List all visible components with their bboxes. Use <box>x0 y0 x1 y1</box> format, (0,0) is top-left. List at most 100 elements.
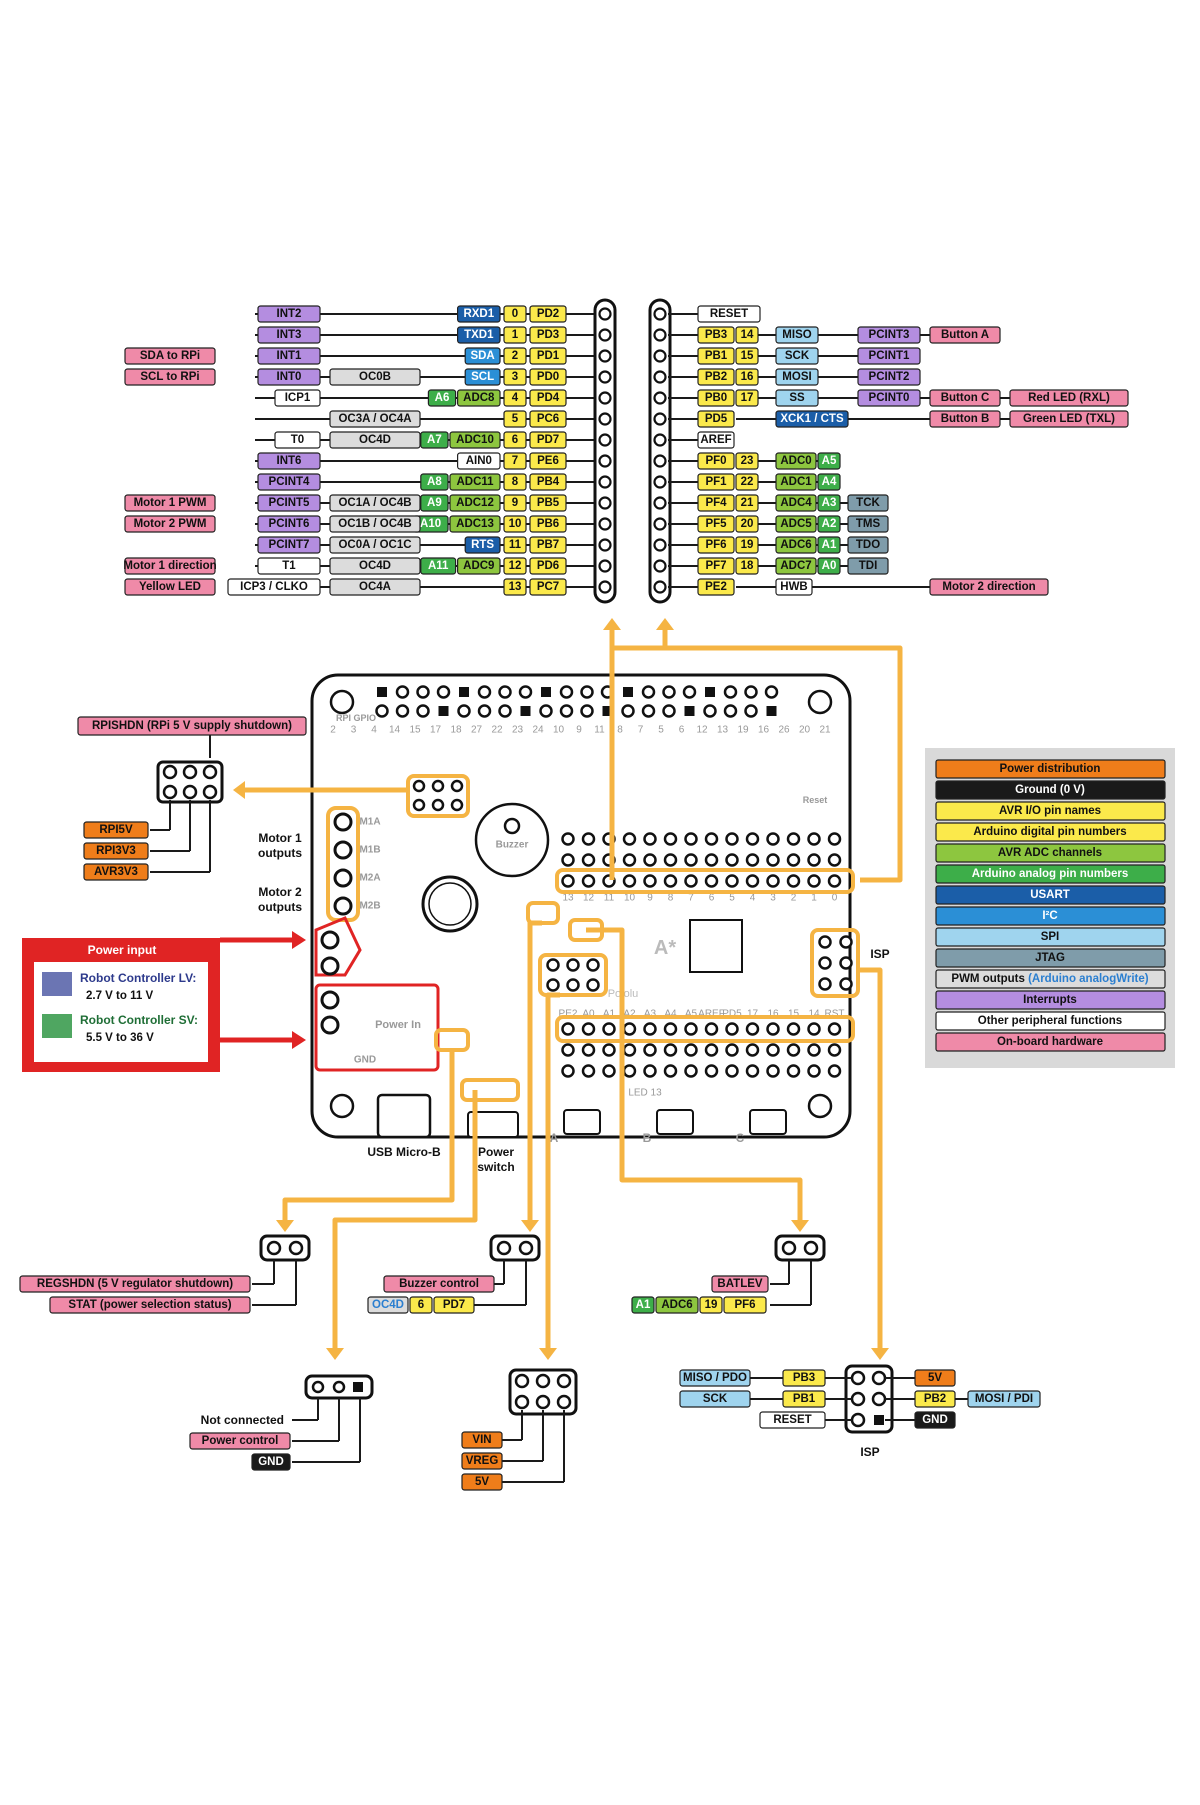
right-func-mosi: MOSI <box>775 368 819 386</box>
not-connected-label: Not connected <box>201 1413 284 1427</box>
right-extra-button-b: Button B <box>929 410 1001 428</box>
left-dig-0: 0 <box>503 305 527 323</box>
left-func-adc10-text: ADC10 <box>456 434 494 446</box>
isp-right-pin-text: PB2 <box>924 1393 946 1405</box>
right-pin-pf7-text: PF7 <box>705 560 726 572</box>
power-ctrl-hole <box>332 1380 346 1394</box>
vin-pin-vreg-text: VREG <box>466 1455 499 1467</box>
isp-pad <box>874 1415 884 1425</box>
left-dig-7-text: 7 <box>512 455 518 467</box>
right-func-tck-text: TCK <box>856 497 880 509</box>
left-board-oc0a-oc1c-box <box>329 536 421 554</box>
right-header-strip-hole <box>653 307 667 321</box>
right-func-sck: SCK <box>775 347 819 365</box>
isp-hole <box>818 935 832 949</box>
left-board-int2-text: INT2 <box>277 308 302 320</box>
pin-row-top-c <box>725 874 739 888</box>
left-board-pcint4: PCINT4 <box>257 473 321 491</box>
pin-row-bottom-c <box>602 1064 616 1078</box>
isp-connector-hole <box>850 1391 866 1407</box>
gpio-number: 24 <box>532 725 544 736</box>
right-func-adc5-text: ADC5 <box>780 518 812 530</box>
gpio-hole <box>723 685 738 699</box>
left-func-adc13: ADC13 <box>449 515 501 533</box>
bottom-pin-label: A2 <box>623 1009 636 1020</box>
pin-row-top-c <box>663 874 678 888</box>
stat-pin-text: STAT (power selection status) <box>68 1299 231 1311</box>
right-pin-aref: AREF <box>697 431 735 449</box>
left-dig-11: 11 <box>503 536 527 554</box>
gpio-number: 12 <box>696 725 708 736</box>
left-dig-5-text: 5 <box>512 413 519 425</box>
right-pin-pb3-box <box>697 326 735 344</box>
vin-connector-hole <box>514 1373 530 1389</box>
power-ctrl-jumper <box>460 1078 520 1102</box>
right-func-a5-box <box>817 452 841 470</box>
left-dig-6-text: 6 <box>512 434 518 446</box>
led13-label: LED 13 <box>628 1088 662 1099</box>
pin-row-bottom-b <box>684 1043 698 1057</box>
top-pin-label: 3 <box>770 893 776 904</box>
rpishdn-pin-avr3v3-box <box>83 863 149 881</box>
gpio-pad <box>377 687 387 697</box>
left-board-sda-to-rpi: SDA to RPi <box>124 347 216 365</box>
left-board-icp3-clko: ICP3 / CLKO <box>227 578 321 596</box>
legend-label-onboard: On-board hardware <box>997 1036 1103 1048</box>
gpio-number: 27 <box>471 725 483 736</box>
isp-hole <box>839 956 853 970</box>
right-header-strip-hole <box>653 454 667 468</box>
gpio-number: 23 <box>512 725 524 736</box>
mounting-hole <box>329 689 355 715</box>
left-board-sda-to-rpi-text: SDA to RPi <box>140 350 200 362</box>
legend-label-pwm: PWM outputs (Arduino analogWrite) <box>951 973 1148 985</box>
power-jack-outline <box>314 983 440 1072</box>
left-dig-7-box <box>503 452 527 470</box>
batlev-pf6-box <box>723 1296 767 1314</box>
arrow-up-left-header <box>603 618 621 630</box>
right-func-pcint2-text: PCINT2 <box>869 371 910 383</box>
batlev-connector-hole <box>803 1240 819 1256</box>
left-dig-2-text: 2 <box>512 350 518 362</box>
pin-row-top-c <box>786 874 801 888</box>
gpio-hole <box>498 685 512 699</box>
legend-swatch-spi <box>935 927 1166 947</box>
left-func-adc12: ADC12 <box>449 494 501 512</box>
buzzer-control-tag-text: Buzzer control <box>399 1278 479 1290</box>
motor-terminal-hole <box>333 812 353 832</box>
pin-row-bottom-b <box>602 1043 616 1057</box>
left-func-scl: SCL <box>464 368 501 386</box>
legend-label-main: PWM outputs <box>951 973 1028 985</box>
gpio-number: 20 <box>799 725 811 736</box>
power-ctrl-pad <box>353 1382 363 1392</box>
legend-swatch-adc <box>935 843 1166 863</box>
right-func-adc1: ADC1 <box>775 473 817 491</box>
isp-right-func-box <box>967 1390 1041 1408</box>
right-func-pcint0-text: PCINT0 <box>869 392 910 404</box>
pin-row-top-b <box>766 853 780 867</box>
buzzer-dig-text: 6 <box>418 1299 424 1311</box>
gpio-number: 6 <box>679 725 685 736</box>
pin-row-top-b <box>581 853 596 867</box>
left-pin-PD3: PD3 <box>529 326 567 344</box>
legend-item: I²C <box>935 906 1166 926</box>
right-pin-pe2-text: PE2 <box>705 581 727 593</box>
isp-left-func: SCK <box>679 1390 751 1408</box>
pin-row-top-a <box>766 832 780 846</box>
right-func-hwb: HWB <box>775 578 813 596</box>
left-board-oc1b-oc4b: OC1B / OC4B <box>329 515 421 533</box>
left-pin-PD0-text: PD0 <box>537 371 559 383</box>
left-board-t0-box <box>274 431 321 449</box>
button-a-label: A <box>550 1131 559 1145</box>
pin-row-top-c <box>643 874 657 888</box>
pin-row-top-a <box>643 832 657 846</box>
rpishdn-pin-rpi5v-text: RPI5V <box>99 824 133 836</box>
isp-right-pin-text: 5V <box>928 1372 942 1384</box>
gpio-number: 4 <box>371 725 377 736</box>
left-board-pcint7: PCINT7 <box>257 536 321 554</box>
arrow-buzzer <box>521 1220 539 1232</box>
left-func-adc10: ADC10 <box>449 431 501 449</box>
right-header-strip-hole <box>653 538 667 552</box>
left-board-pcint5: PCINT5 <box>257 494 321 512</box>
right-extra-motor-2-direction-text: Motor 2 direction <box>942 581 1035 593</box>
arrow-up-right-header <box>656 618 674 630</box>
